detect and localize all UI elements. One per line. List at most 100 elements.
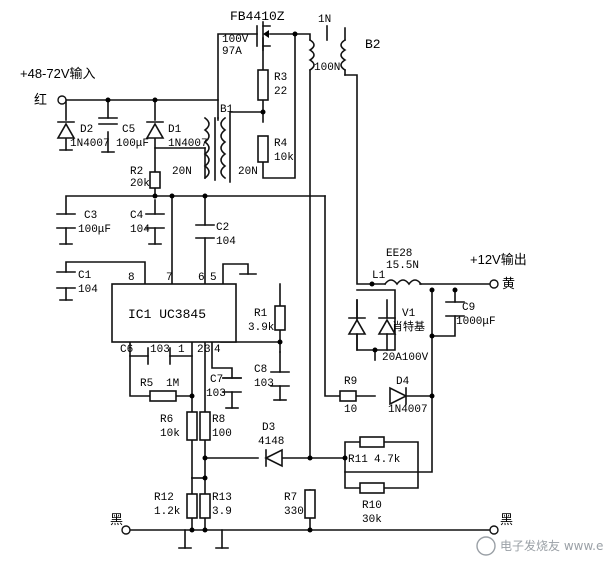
c4-name: C4: [130, 210, 144, 222]
b1-secondary: 20N: [238, 166, 258, 178]
component-cap-c6: [147, 347, 171, 365]
r5-name: R5: [140, 378, 153, 390]
component-cap-c8: [270, 371, 290, 387]
component-input-terminal: [57, 95, 67, 105]
c3-value: 100μF: [78, 224, 111, 236]
c9-name: C9: [462, 302, 475, 314]
ic-pin-7: 7: [166, 272, 173, 284]
c7-value: 103: [206, 388, 226, 400]
component-cap-c9: [445, 301, 465, 317]
wires: [65, 27, 491, 549]
component-diode-d4: [389, 386, 408, 406]
component-resistor-r11: [359, 436, 385, 448]
component-ground-terminal-right: [489, 525, 499, 535]
c1-value: 104: [78, 284, 98, 296]
ic-pin-6: 6: [198, 272, 205, 284]
component-cap-c3: [56, 213, 76, 229]
component-cap-c1: [56, 271, 76, 289]
d2-part: 1N4007: [70, 138, 110, 150]
mosfet-name: FB4410Z: [230, 9, 285, 24]
r8-name: R8: [212, 414, 225, 426]
watermark: 电子发烧友 www.elecfans.com: [476, 536, 603, 556]
r8-value: 100: [212, 428, 232, 440]
component-resistor-r4: [257, 135, 269, 163]
r5-value: 1M: [166, 378, 179, 390]
r2-value: 20k: [130, 178, 150, 190]
mosfet-voltage: 100V: [222, 34, 249, 46]
component-mosfet: [256, 21, 271, 51]
c6-value: 103: [150, 344, 170, 356]
component-output-terminal: [489, 279, 499, 289]
component-schottky-v1: [347, 299, 397, 351]
component-cap-c7: [222, 377, 242, 393]
l1-name: L1: [372, 270, 386, 282]
b2-secondary: 100N: [314, 62, 340, 74]
output-label: +12V输出: [470, 252, 527, 267]
labels: FB4410Z 100V 97A 1N B2 100N +48-72V输入 红 …: [20, 9, 527, 527]
b2-name: B2: [365, 37, 381, 52]
component-resistor-r1: [274, 305, 286, 331]
c7-name: C7: [210, 374, 223, 386]
r3-value: 22: [274, 86, 287, 98]
c5-name: C5: [122, 124, 135, 136]
component-ic-uc3845: [111, 283, 237, 343]
component-diode-d2: [56, 121, 76, 139]
b1-primary: 20N: [172, 166, 192, 178]
r9-value: 10: [344, 404, 357, 416]
v1-desc: 肖特基: [392, 319, 425, 333]
r13-name: R13: [212, 492, 232, 504]
d1-name: D1: [168, 124, 182, 136]
l1-turns: 15.5N: [386, 260, 419, 272]
component-cap-c5: [98, 117, 118, 125]
c2-name: C2: [216, 222, 229, 234]
ground-symbols: [59, 149, 287, 549]
r6-value: 10k: [160, 428, 180, 440]
ic-pin-2: 2: [197, 344, 204, 356]
r12-name: R12: [154, 492, 174, 504]
component-resistor-r6: [186, 411, 198, 441]
l1-core: EE28: [386, 248, 412, 260]
mosfet-current: 97A: [222, 46, 242, 58]
component-resistor-r7: [304, 489, 316, 519]
component-resistor-r8: [199, 411, 211, 441]
r2-name: R2: [130, 166, 143, 178]
ic-pin-1: 1: [178, 344, 185, 356]
r4-name: R4: [274, 138, 288, 150]
component-ground-terminal-left: [121, 525, 131, 535]
c1-name: C1: [78, 270, 92, 282]
r6-name: R6: [160, 414, 173, 426]
r10-name: R10: [362, 500, 382, 512]
r10-value: 30k: [362, 514, 382, 526]
r12-value: 1.2k: [154, 506, 181, 518]
r11-name: R11: [348, 454, 368, 466]
component-resistor-r13: [199, 493, 211, 519]
r3-name: R3: [274, 72, 287, 84]
component-inductor-l1: [383, 279, 423, 286]
output-yellow-label: 黄: [502, 276, 515, 291]
c3-name: C3: [84, 210, 97, 222]
component-resistor-r5: [149, 390, 177, 402]
d4-part: 1N4007: [388, 404, 428, 416]
c2-value: 104: [216, 236, 236, 248]
c5-value: 100μF: [116, 138, 149, 150]
ground-right-label: 黑: [500, 512, 513, 527]
r7-value: 330: [284, 506, 304, 518]
component-resistor-r3: [257, 69, 269, 101]
component-resistor-r9: [339, 390, 357, 402]
component-diode-d1: [145, 121, 165, 139]
r7-name: R7: [284, 492, 297, 504]
r4-value: 10k: [274, 152, 294, 164]
d3-name: D3: [262, 422, 275, 434]
component-diode-d3: [264, 448, 283, 468]
v1-name: V1: [402, 308, 416, 320]
d4-name: D4: [396, 376, 410, 388]
component-transformer-b1: [203, 116, 227, 181]
d2-name: D2: [80, 124, 93, 136]
component-resistor-r10: [359, 482, 385, 494]
c8-name: C8: [254, 364, 267, 376]
v1-rating: 20A100V: [382, 352, 429, 364]
r1-value: 3.9k: [248, 322, 275, 334]
c9-value: 1000μF: [456, 316, 496, 328]
component-transformer-b2: [308, 25, 347, 72]
ground-left-label: 黑: [110, 512, 123, 527]
